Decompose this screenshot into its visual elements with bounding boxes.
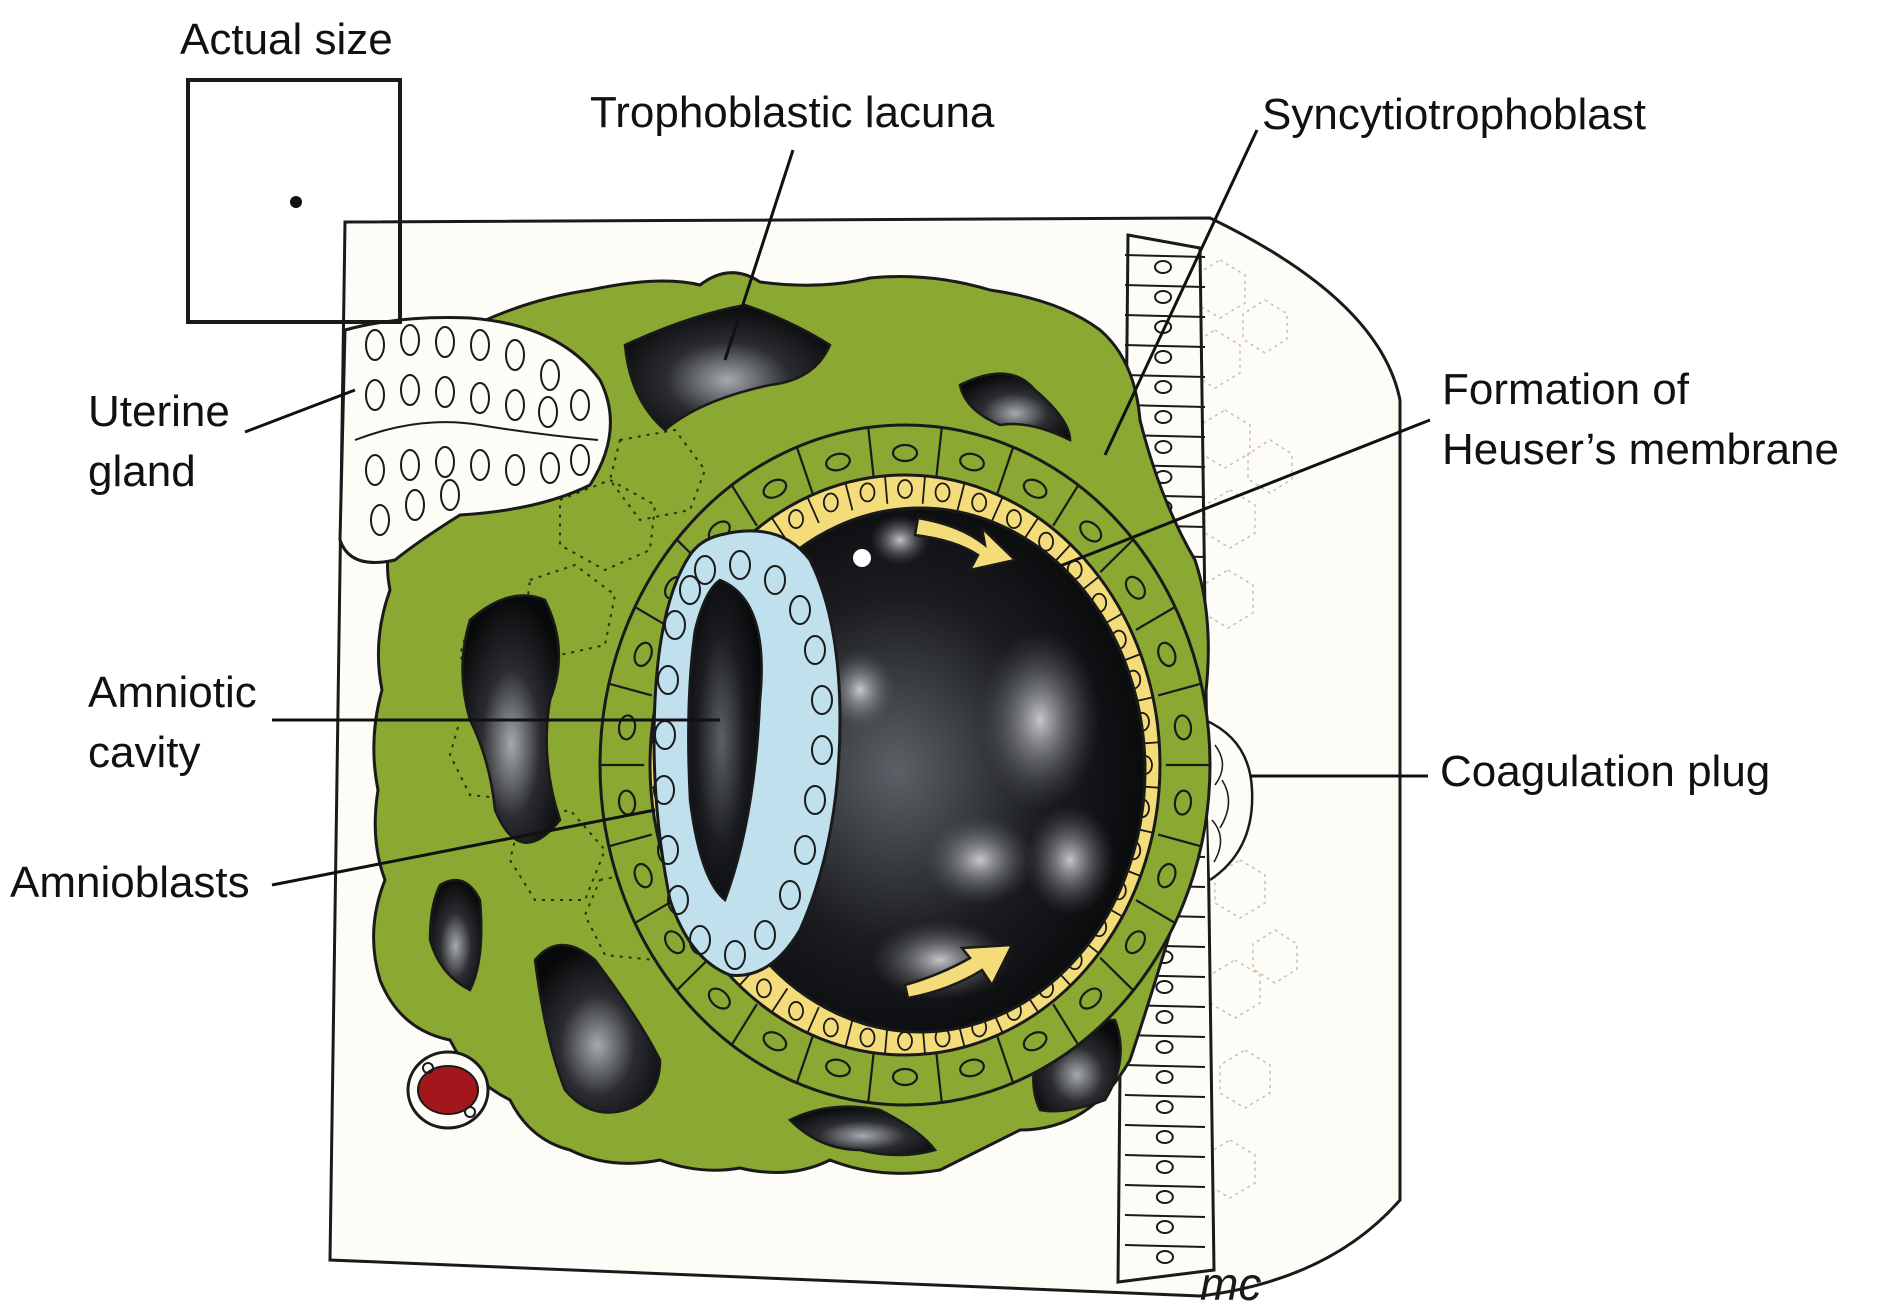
- label-uterine-gland-line2: gland: [88, 442, 230, 502]
- artist-signature: mc: [1200, 1258, 1261, 1308]
- label-heusers-membrane-line1: Formation of: [1442, 360, 1839, 420]
- label-amniotic-cavity: Amniotic cavity: [88, 663, 257, 783]
- label-actual-size: Actual size: [180, 10, 393, 70]
- label-coagulation-plug: Coagulation plug: [1440, 742, 1770, 802]
- label-trophoblastic-lacuna: Trophoblastic lacuna: [590, 83, 994, 143]
- cavity-highlight-dot: [853, 549, 871, 567]
- maternal-blood-vessel: [408, 1052, 488, 1128]
- label-uterine-gland-line1: Uterine: [88, 382, 230, 442]
- label-heusers-membrane-line2: Heuser’s membrane: [1442, 420, 1839, 480]
- label-syncytiotrophoblast: Syncytiotrophoblast: [1262, 85, 1646, 145]
- label-amniotic-cavity-line2: cavity: [88, 723, 257, 783]
- leader-uterine-gland: [245, 390, 355, 432]
- label-heusers-membrane: Formation of Heuser’s membrane: [1442, 360, 1839, 480]
- label-amnioblasts: Amnioblasts: [10, 853, 250, 913]
- label-amniotic-cavity-line1: Amniotic: [88, 663, 257, 723]
- label-uterine-gland: Uterine gland: [88, 382, 230, 502]
